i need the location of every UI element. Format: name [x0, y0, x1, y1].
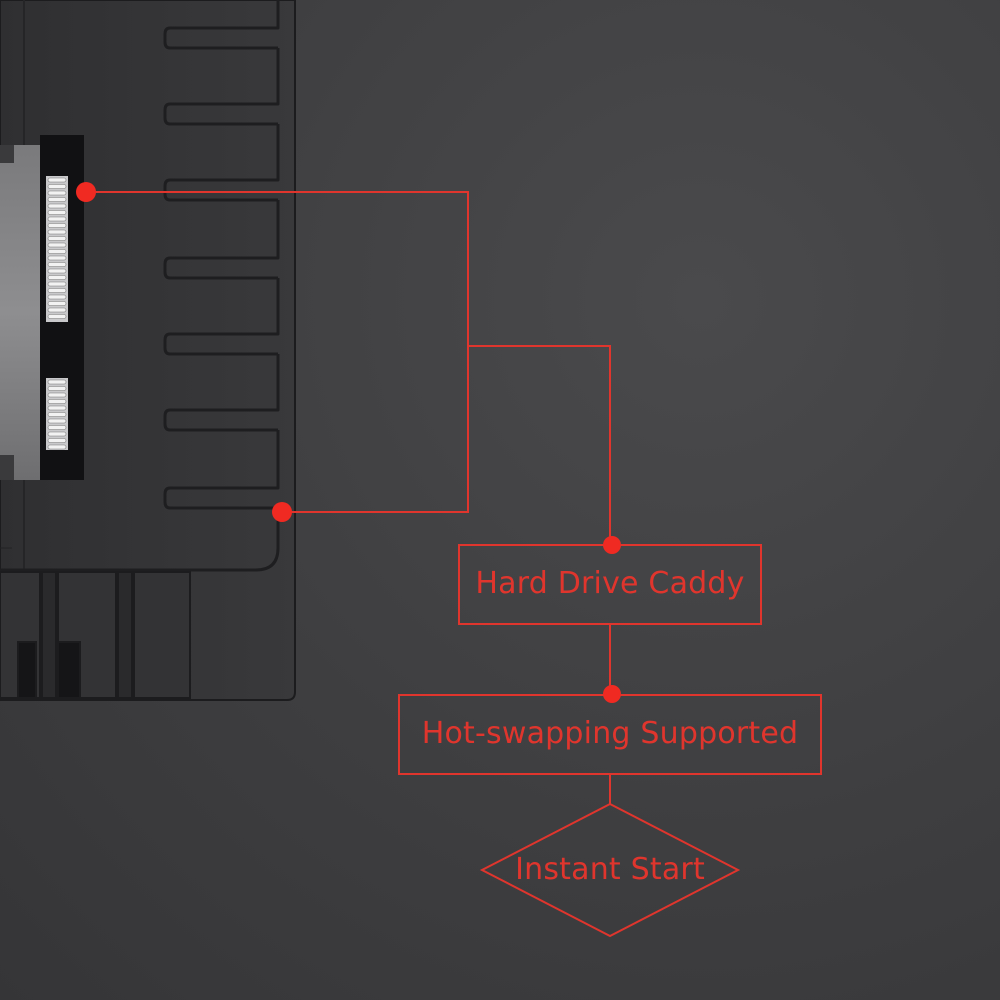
dot-heatsink	[272, 502, 292, 522]
node-label-hotswap: Hot-swapping Supported	[421, 716, 799, 751]
connector-pin	[47, 418, 67, 424]
connector-pin	[47, 412, 67, 417]
connector-pin	[47, 405, 67, 411]
connector-pin	[47, 184, 67, 189]
connector-pin	[47, 307, 67, 313]
connector-pin	[47, 223, 67, 228]
dot-sata-connector	[76, 182, 96, 202]
connector-notch-top	[0, 145, 14, 163]
connector-dots	[76, 182, 621, 703]
connector-pin	[47, 379, 67, 385]
connector-pin	[47, 392, 67, 398]
connector-pin	[47, 229, 67, 235]
node-diamond-instant	[479, 802, 741, 938]
connector-pin	[47, 190, 67, 196]
connector-pin	[47, 197, 67, 202]
connector-pin	[47, 216, 67, 222]
dot-caddy-top	[603, 536, 621, 554]
connector-pin	[47, 177, 67, 183]
connector-pin	[47, 386, 67, 391]
connector-pin	[47, 399, 67, 404]
connector-pin	[47, 262, 67, 267]
connector-pin	[47, 431, 67, 437]
connector-pin	[47, 294, 67, 300]
connector-pin	[47, 268, 67, 274]
connector-pin	[47, 314, 67, 319]
connector-pin	[47, 281, 67, 287]
connector-pin	[47, 425, 67, 430]
sata-connector	[0, 135, 84, 480]
edge-bracket	[86, 191, 469, 513]
connector-pin	[47, 438, 67, 443]
connector-pin	[47, 236, 67, 241]
connector-pin	[47, 301, 67, 306]
connector-pin	[47, 255, 67, 261]
connector-pin	[47, 210, 67, 215]
connector-lines	[86, 191, 611, 804]
node-label-instant: Instant Start	[515, 852, 705, 887]
connector-notch	[0, 455, 14, 480]
connector-pin	[47, 249, 67, 254]
connector-pin	[47, 242, 67, 248]
heatsink-fins	[0, 0, 280, 572]
hard-drive-caddy-illustration	[0, 0, 296, 701]
connector-pin	[47, 444, 67, 450]
connector-pin	[47, 275, 67, 280]
connector-power-pins	[46, 176, 68, 322]
node-label-caddy: Hard Drive Caddy	[475, 566, 745, 601]
connector-pin	[47, 203, 67, 209]
edge-to-caddy	[468, 345, 611, 545]
dot-hotswap-top	[603, 685, 621, 703]
connector-pin	[47, 288, 67, 293]
bottom-vents	[0, 571, 191, 699]
connector-data-pins	[46, 378, 68, 450]
